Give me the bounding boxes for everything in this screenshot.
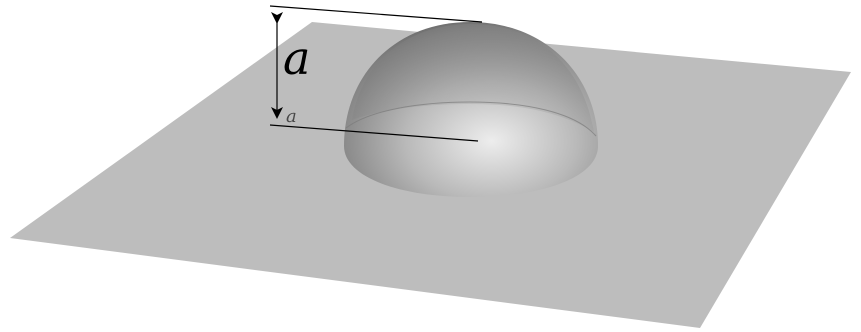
dimension-annotation (269, 5, 483, 142)
hemisphere-cap-shading (352, 24, 594, 132)
hemisphere-equator (345, 101, 597, 137)
top-extension-line (269, 5, 483, 23)
base-label: a (286, 106, 297, 127)
height-label: a (283, 31, 310, 85)
hemisphere (344, 22, 598, 197)
bottom-extension-line (269, 124, 479, 142)
